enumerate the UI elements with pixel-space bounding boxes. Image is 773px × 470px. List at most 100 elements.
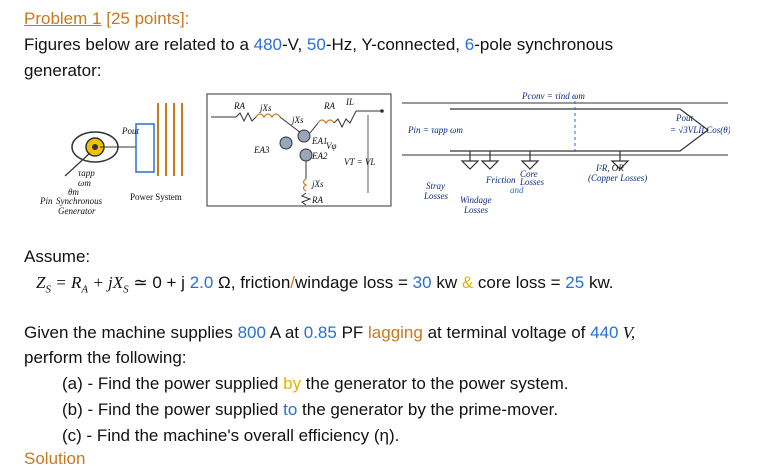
core-text: core loss =: [473, 273, 566, 292]
eq-z: Z: [36, 273, 46, 292]
gen-label-2: Generator: [58, 206, 96, 216]
generator-figure: Pout τapp ωm θm Pin Synchronous Generato…: [40, 103, 183, 216]
loss-arrows: [460, 151, 630, 170]
rated-frequency: 50: [306, 35, 326, 54]
wire-c: [309, 122, 319, 134]
friction-label: Friction: [485, 175, 516, 185]
pole-count: 6: [464, 35, 475, 54]
resistor-b: [300, 192, 312, 206]
rated-voltage: 480: [253, 35, 282, 54]
pout-label-1: Pout: [675, 113, 693, 123]
given-line-1: Given the machine supplies 800 A at 0.85…: [24, 322, 635, 344]
pin-label: Pin: [40, 196, 53, 206]
copper-label: (Copper Losses): [588, 173, 647, 183]
lagging-text: lagging: [368, 323, 423, 342]
given-text: A at: [265, 323, 304, 342]
windage-label-2: Losses: [463, 205, 489, 215]
task-b: (b) - Find the power supplied to the gen…: [62, 400, 559, 419]
intro-line-1: Figures below are related to a 480-V, 50…: [24, 34, 613, 56]
ra-label-3: RA: [311, 195, 323, 205]
ra-label-2: RA: [323, 101, 335, 111]
given-text: V,: [618, 323, 636, 342]
stray-label-2: Losses: [423, 191, 449, 201]
intro-text: -pole synchronous: [474, 35, 614, 54]
reactance-value: 2.0: [189, 273, 214, 292]
wire-a2: [279, 116, 302, 134]
stray-label-1: Stray: [426, 181, 445, 191]
source-ea2: [299, 148, 313, 162]
problem-number: Problem 1: [24, 9, 102, 28]
ra-label-1: RA: [233, 101, 245, 111]
given-line-2: perform the following:: [24, 348, 187, 367]
inductor-c: [317, 119, 335, 125]
load-current: 800: [237, 323, 266, 342]
intro-text: -V,: [282, 35, 307, 54]
problem-points: [25 points]:: [106, 9, 190, 28]
ea2-label: EA2: [311, 151, 328, 161]
kw-unit-2: kw.: [584, 273, 614, 292]
i2r-label: I²R, OR: [595, 163, 624, 173]
ea3-label: EA3: [253, 145, 270, 155]
intro-line-2: generator:: [24, 61, 102, 80]
power-factor: 0.85: [303, 323, 337, 342]
kw-unit: kw: [431, 273, 462, 292]
slash: /: [290, 273, 296, 292]
ampersand: &: [461, 273, 474, 292]
circuit-figure: RA jXs jXs RA IL EA3 EA2 EA1 Vφ jXs RA V…: [206, 93, 392, 207]
pconv-label: Pconv = τind ωm: [521, 91, 585, 101]
ea1-label: EA1: [311, 136, 328, 146]
problem-heading: Problem 1 [25 points]:: [24, 8, 189, 30]
jxs-label-2: jXs: [291, 115, 304, 125]
eq-jx: + jX: [88, 273, 124, 292]
source-ea1: [297, 129, 311, 143]
fw-loss-value: 30: [412, 273, 432, 292]
power-arrow: [450, 108, 709, 152]
solution-label: Solution: [24, 449, 86, 468]
by-word: by: [283, 374, 302, 393]
tau-app-label: τapp: [78, 168, 95, 178]
vt-label: VT = VL: [344, 157, 375, 167]
il-label: IL: [345, 97, 354, 107]
resistor-a: [235, 111, 257, 123]
inductor-b: [302, 178, 308, 192]
pout-label: Pout: [121, 126, 139, 136]
source-ea3: [279, 136, 293, 150]
eq-ohm: Ω, friction: [213, 273, 291, 292]
inductor-a: [255, 113, 281, 119]
power-system-label: Power System: [130, 192, 182, 202]
omega-label: ωm: [78, 178, 91, 188]
shaft: [92, 144, 98, 150]
intro-text: -Hz, Y-connected,: [325, 35, 465, 54]
terminal-voltage: 440: [590, 323, 619, 342]
jxs-label-1: jXs: [259, 103, 272, 113]
given-text: Given the machine supplies: [24, 323, 238, 342]
core-loss-value: 25: [565, 273, 585, 292]
theta-label: θm: [68, 187, 79, 197]
windage-text: windage loss =: [295, 273, 413, 292]
given-text: at terminal voltage of: [422, 323, 591, 342]
windage-label-1: Windage: [460, 195, 492, 205]
terminal: [380, 109, 384, 113]
bus-bracket: [135, 123, 155, 173]
eq-r: = R: [50, 273, 82, 292]
power-flow-figure: Pconv = τind ωm Pin = τapp ωm Pout = √3V…: [402, 91, 730, 215]
pin-equation: Pin = τapp ωm: [407, 125, 463, 135]
shaft-arrow: [64, 152, 91, 177]
circuit-frame: [206, 93, 392, 207]
core-label-2: Losses: [519, 177, 545, 187]
to-word: to: [283, 400, 298, 419]
core-label-1: Core: [520, 169, 538, 179]
assume-equation: ZS = RA + jXS ≃ 0 + j 2.0 Ω, friction/wi…: [36, 273, 614, 296]
resistor-c: [333, 110, 357, 129]
pout-label-2: = √3VLILCos(θ): [670, 125, 730, 135]
gen-label-1: Synchronous: [56, 196, 103, 206]
eq-approx: ≃ 0 + j: [128, 273, 190, 292]
jxs-label-3: jXs: [311, 179, 324, 189]
task-a: (a) - Find the power supplied by the gen…: [62, 374, 569, 393]
intro-text: Figures below are related to a: [24, 35, 254, 54]
given-text: PF: [336, 323, 369, 342]
power-system-bars: [157, 103, 183, 176]
and-label: and: [510, 185, 524, 195]
task-c: (c) - Find the machine's overall efficie…: [62, 426, 400, 445]
assume-label: Assume:: [24, 247, 91, 266]
